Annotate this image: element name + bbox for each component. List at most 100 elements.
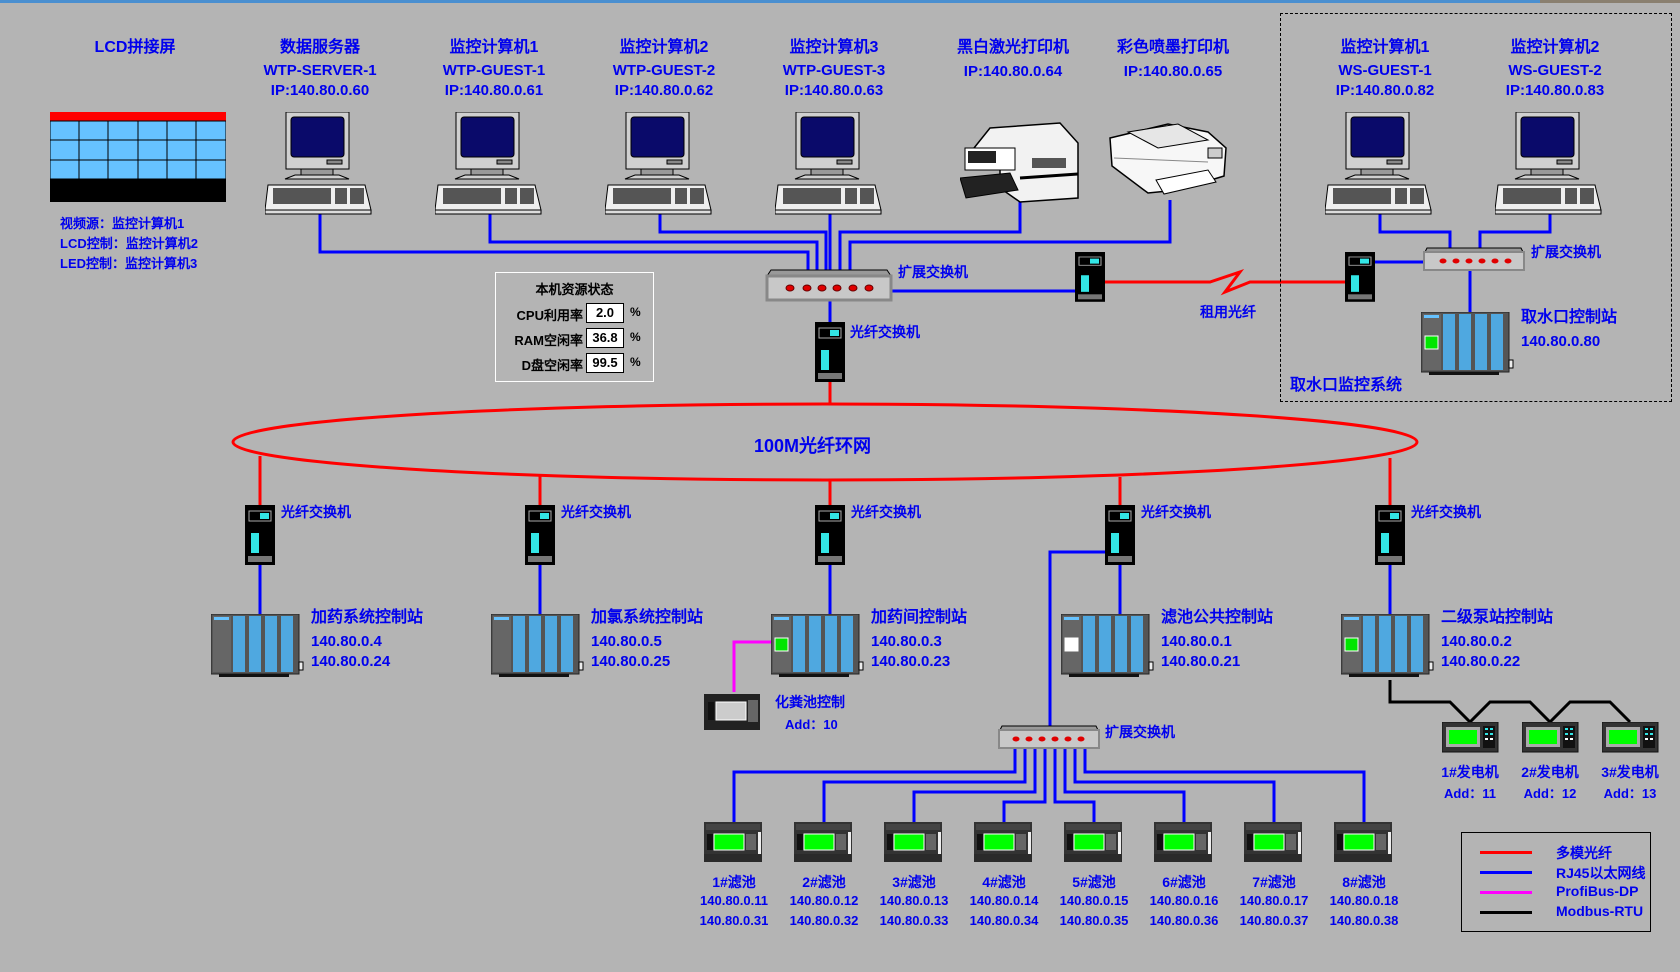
- generator-addr: Add：13: [1603, 786, 1657, 801]
- filter-ip2: 140.80.0.35: [1059, 913, 1129, 928]
- station3-name: 加药间控制站: [871, 609, 968, 626]
- filter-switch-icon[interactable]: [998, 724, 1100, 750]
- computer-icon[interactable]: [775, 112, 883, 216]
- station5-fiber-switch-label: 光纤交换机: [1411, 504, 1481, 520]
- laser-printer-icon[interactable]: [960, 118, 1080, 203]
- plc-small-icon[interactable]: [1154, 822, 1214, 864]
- legend: 多模光纤 RJ45以太网线 ProfiBus-DP Modbus-RTU: [1461, 832, 1651, 932]
- server-ip: IP:140.80.0.60: [270, 82, 370, 99]
- resource-row-cpu: CPU利用率 2.0 %: [496, 303, 653, 323]
- guest2-host: WTP-GUEST-2: [612, 62, 716, 79]
- generator-panel-icon[interactable]: [1522, 722, 1580, 754]
- filter-ip1: 140.80.0.12: [789, 893, 859, 908]
- central-switch-label: 扩展交换机: [898, 264, 968, 280]
- inkjet-printer-icon[interactable]: [1108, 118, 1230, 200]
- plc-icon[interactable]: [211, 614, 306, 680]
- filter-switch-label: 扩展交换机: [1105, 724, 1175, 740]
- ws1-ip: IP:140.80.0.82: [1335, 82, 1435, 99]
- plc-icon[interactable]: [771, 614, 866, 680]
- disk-unit: %: [630, 355, 641, 369]
- wire-f2: [822, 748, 1027, 822]
- station4-fiber-switch-label: 光纤交换机: [1141, 504, 1211, 520]
- laser-printer-ip: IP:140.80.0.64: [963, 63, 1063, 80]
- filter-name: 3#滤池: [892, 874, 936, 890]
- filter-ip1: 140.80.0.17: [1239, 893, 1309, 908]
- fiber-ring: [231, 402, 1419, 482]
- lcd-note-led: LED控制：监控计算机3: [60, 256, 198, 271]
- inkjet-printer-ip: IP:140.80.0.65: [1123, 63, 1223, 80]
- generator-panel-icon[interactable]: [1442, 722, 1500, 754]
- lcd-title: LCD拼接屏: [94, 39, 176, 56]
- station4-ip1: 140.80.0.1: [1161, 633, 1232, 650]
- plc-small-icon[interactable]: [974, 822, 1034, 864]
- computer-icon[interactable]: [265, 112, 373, 216]
- fiber-switch-icon[interactable]: [1105, 505, 1135, 565]
- plc-small-icon[interactable]: [1064, 822, 1124, 864]
- media-converter-icon[interactable]: [1075, 252, 1105, 302]
- guest2-ip: IP:140.80.0.62: [614, 82, 714, 99]
- intake-plc-icon[interactable]: [1421, 312, 1516, 378]
- wire-guest2: [658, 212, 828, 270]
- central-expansion-switch-icon[interactable]: [765, 262, 893, 304]
- central-fiber-switch-label: 光纤交换机: [850, 324, 920, 340]
- septic-addr: Add：10: [785, 717, 838, 732]
- plc-small-icon[interactable]: [1334, 822, 1394, 864]
- station3-ip1: 140.80.0.3: [871, 633, 942, 650]
- intake-station-name: 取水口控制站: [1521, 309, 1618, 326]
- computer-icon[interactable]: [605, 112, 713, 216]
- plc-small-icon[interactable]: [884, 822, 944, 864]
- legend-label: RJ45以太网线: [1556, 865, 1646, 881]
- station2-name: 加氯系统控制站: [591, 609, 704, 626]
- legend-swatch: [1480, 891, 1532, 894]
- filter-ip1: 140.80.0.16: [1149, 893, 1219, 908]
- lcd-wall-icon: [50, 112, 226, 202]
- septic-controller-icon[interactable]: [704, 692, 762, 732]
- station2-ip1: 140.80.0.5: [591, 633, 662, 650]
- legend-swatch: [1480, 871, 1532, 874]
- ws2-title: 监控计算机2: [1510, 39, 1600, 56]
- generator-name: 2#发电机: [1521, 764, 1579, 780]
- inkjet-printer-title: 彩色喷墨打印机: [1116, 39, 1230, 56]
- plc-small-icon[interactable]: [794, 822, 854, 864]
- plc-icon[interactable]: [491, 614, 586, 680]
- fiber-switch-icon[interactable]: [815, 505, 845, 565]
- intake-switch-label: 扩展交换机: [1531, 244, 1601, 260]
- resource-row-disk: D盘空闲率 99.5 %: [496, 353, 653, 373]
- filter-ip2: 140.80.0.33: [879, 913, 949, 928]
- filter-name: 8#滤池: [1342, 874, 1386, 890]
- guest2-title: 监控计算机2: [619, 39, 709, 56]
- filter-ip1: 140.80.0.15: [1059, 893, 1129, 908]
- ws1-host: WS-GUEST-1: [1338, 62, 1432, 79]
- fiber-switch-icon[interactable]: [245, 505, 275, 565]
- station4-ip2: 140.80.0.21: [1161, 653, 1241, 670]
- fiber-switch-icon[interactable]: [1375, 505, 1405, 565]
- filter-name: 7#滤池: [1252, 874, 1296, 890]
- station5-ip2: 140.80.0.22: [1441, 653, 1521, 670]
- wire-ws1: [1378, 212, 1452, 252]
- intake-switch-icon[interactable]: [1423, 246, 1525, 272]
- plc-icon[interactable]: [1341, 614, 1436, 680]
- fiber-switch-icon[interactable]: [525, 505, 555, 565]
- legend-swatch: [1480, 911, 1532, 914]
- wire-f5: [1053, 748, 1096, 822]
- station1-ip1: 140.80.0.4: [311, 633, 382, 650]
- computer-icon[interactable]: [1325, 112, 1433, 216]
- computer-icon[interactable]: [435, 112, 543, 216]
- plc-small-icon[interactable]: [1244, 822, 1304, 864]
- cpu-label: CPU利用率: [516, 308, 583, 323]
- computer-icon[interactable]: [1495, 112, 1603, 216]
- laser-printer-title: 黑白激光打印机: [956, 39, 1070, 56]
- plc-small-icon[interactable]: [704, 822, 764, 864]
- wire-f3: [912, 748, 1037, 822]
- intake-media-converter-icon[interactable]: [1345, 252, 1375, 302]
- generator-panel-icon[interactable]: [1602, 722, 1660, 754]
- resource-status-panel: 本机资源状态 CPU利用率 2.0 % RAM空闲率 36.8 % D盘空闲率 …: [495, 272, 654, 382]
- filter-ip1: 140.80.0.11: [700, 893, 768, 908]
- wire-f8: [1083, 748, 1366, 822]
- filter-name: 4#滤池: [982, 874, 1026, 890]
- plc-icon[interactable]: [1061, 614, 1156, 680]
- modbus-generators: [1388, 680, 1632, 725]
- central-fiber-switch-icon[interactable]: [815, 322, 845, 382]
- ram-label: RAM空闲率: [514, 333, 583, 348]
- legend-label: Modbus-RTU: [1556, 903, 1644, 919]
